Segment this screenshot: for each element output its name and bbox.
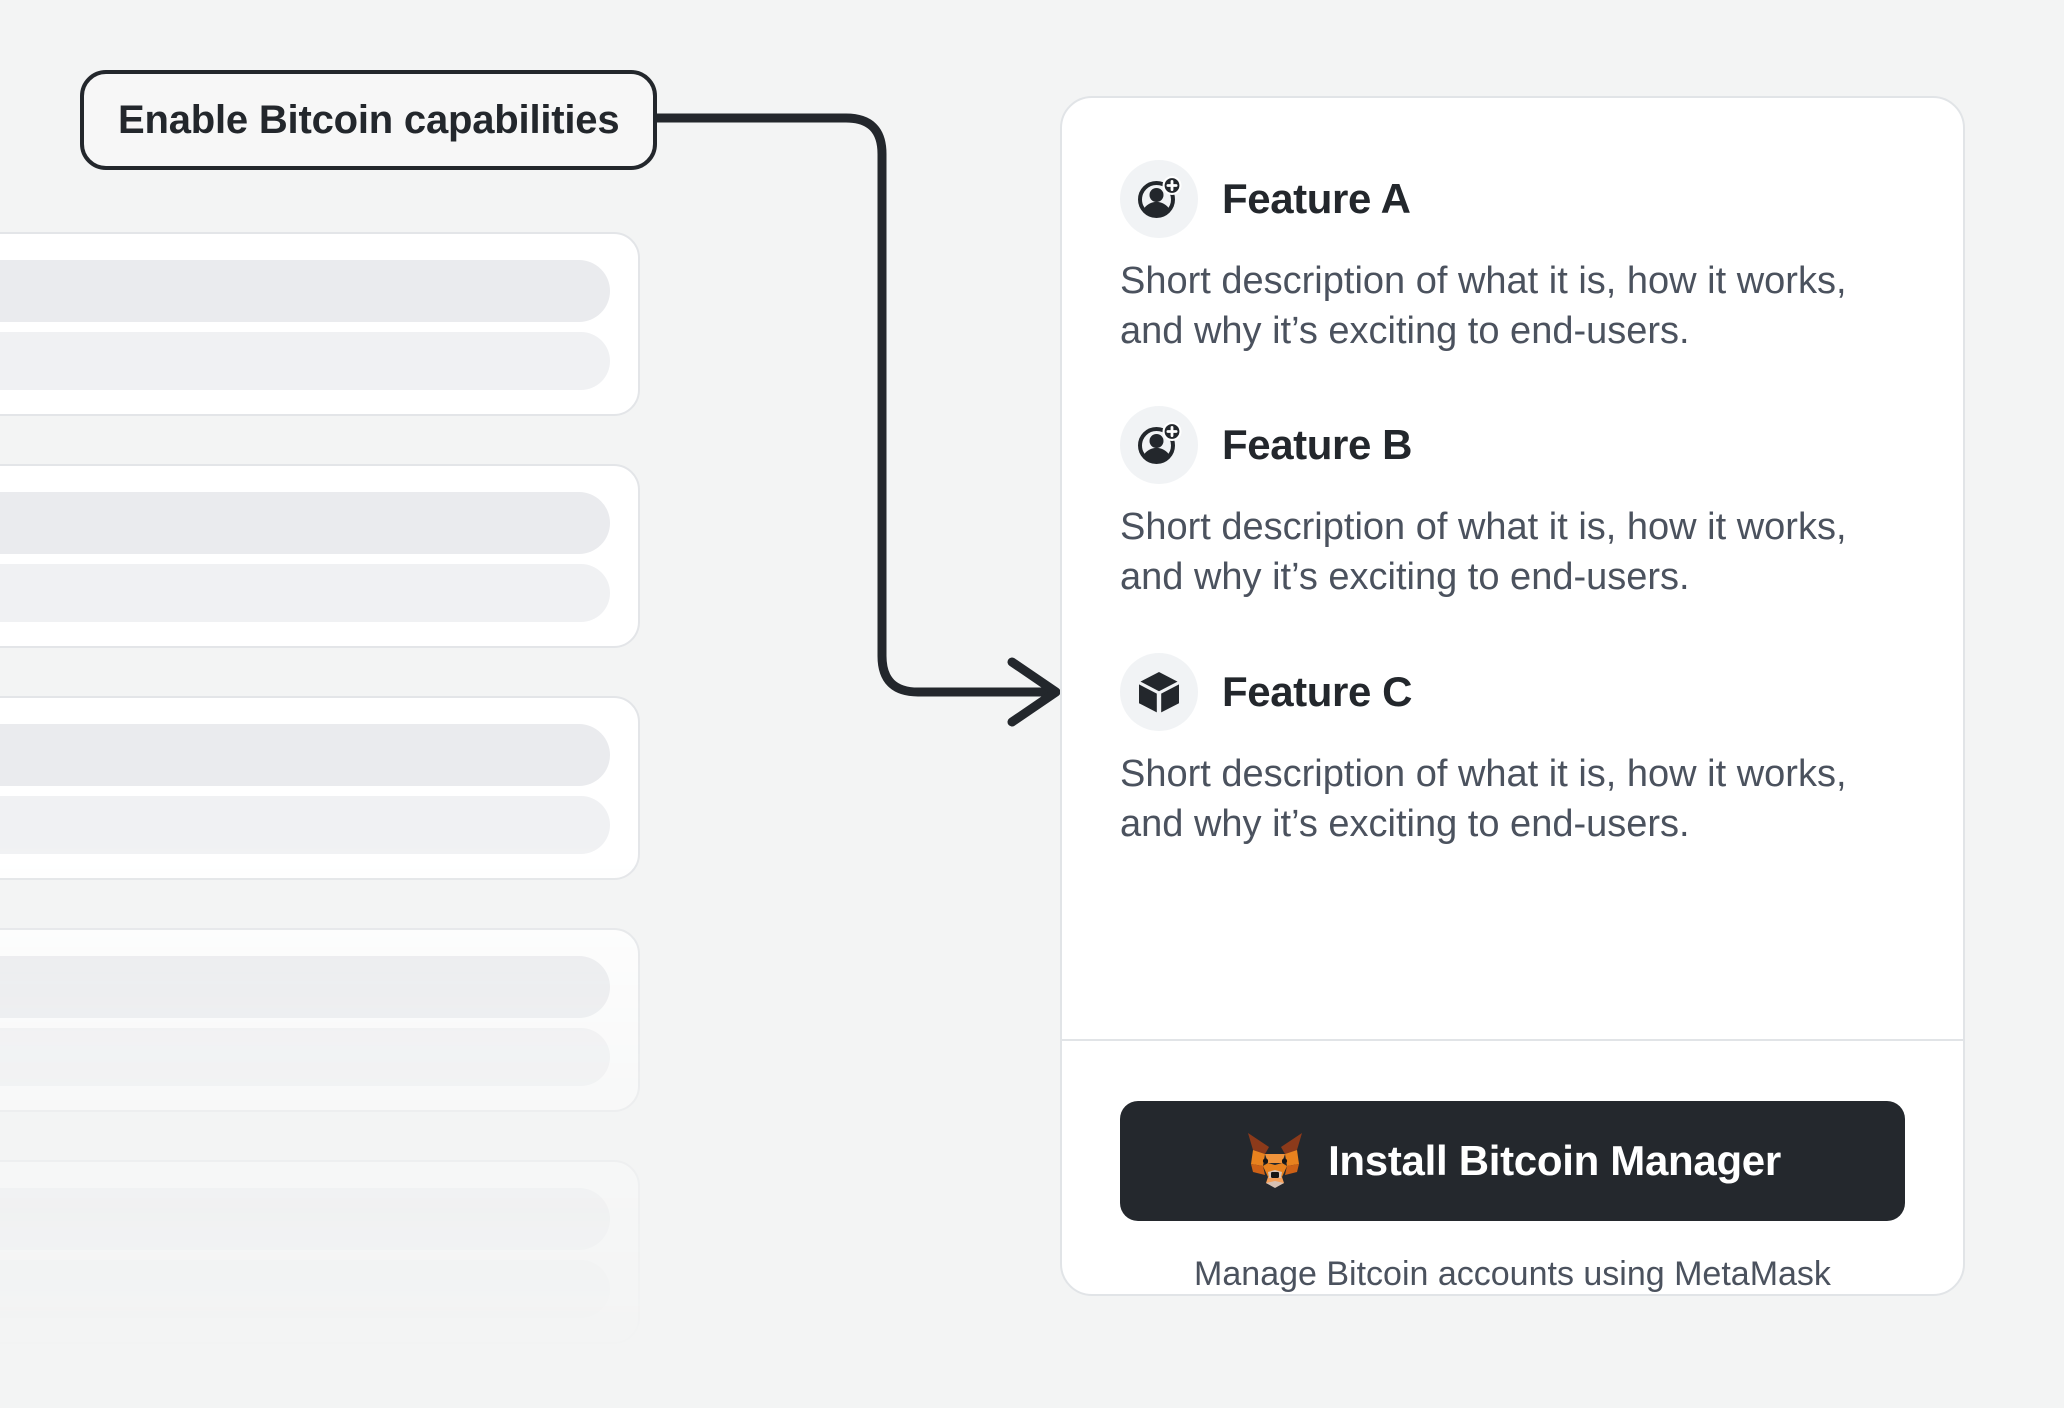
feature-description: Short description of what it is, how it … xyxy=(1120,752,1847,845)
skeleton-card xyxy=(0,464,640,648)
install-button-label: Install Bitcoin Manager xyxy=(1328,1137,1781,1184)
skeleton-bar xyxy=(0,332,610,390)
arrowhead-icon xyxy=(1007,657,1061,727)
feature-item-b: Feature B Short description of what it i… xyxy=(1120,406,1905,602)
features-list: Feature A Short description of what it i… xyxy=(1062,98,1963,1039)
skeleton-bar xyxy=(0,492,610,554)
feature-item-c: Feature C Short description of what it i… xyxy=(1120,652,1905,849)
install-bitcoin-manager-button[interactable]: Install Bitcoin Manager xyxy=(1120,1101,1905,1221)
feature-title: Feature B xyxy=(1222,421,1413,469)
cube-icon xyxy=(1120,652,1198,731)
skeleton-bar xyxy=(0,724,610,786)
metamask-fox-icon xyxy=(1244,1131,1306,1192)
skeleton-bar xyxy=(0,1188,610,1250)
skeleton-bar xyxy=(0,1260,610,1318)
footer-note: Manage Bitcoin accounts using MetaMask xyxy=(1194,1255,1831,1293)
add-user-icon xyxy=(1120,160,1198,238)
skeleton-card xyxy=(0,696,640,880)
feature-header: Feature B xyxy=(1120,406,1905,485)
feature-description: Short description of what it is, how it … xyxy=(1120,506,1847,599)
skeleton-card xyxy=(0,928,640,1112)
connector-path xyxy=(623,113,1053,697)
skeleton-bar xyxy=(0,1028,610,1086)
skeleton-card xyxy=(0,1160,640,1344)
feature-description: Short description of what it is, how it … xyxy=(1120,260,1847,353)
feature-title: Feature C xyxy=(1222,667,1413,715)
skeleton-bar xyxy=(0,796,610,854)
feature-title: Feature A xyxy=(1222,175,1411,222)
feature-card: Feature A Short description of what it i… xyxy=(1060,96,1965,1296)
skeleton-card xyxy=(0,232,640,416)
add-user-icon xyxy=(1120,406,1198,485)
feature-header: Feature A xyxy=(1120,160,1905,238)
skeleton-bar xyxy=(0,956,610,1018)
feature-item-a: Feature A Short description of what it i… xyxy=(1120,160,1905,356)
skeleton-bar xyxy=(0,564,610,622)
callout-pill-label: Enable Bitcoin capabilities xyxy=(118,97,620,142)
skeleton-bar xyxy=(0,260,610,322)
feature-header: Feature C xyxy=(1120,652,1905,731)
skeleton-placeholder-column xyxy=(0,232,640,1408)
callout-pill[interactable]: Enable Bitcoin capabilities xyxy=(80,70,658,170)
card-footer: Install Bitcoin Manager Manage Bitcoin a… xyxy=(1062,1039,1963,1294)
